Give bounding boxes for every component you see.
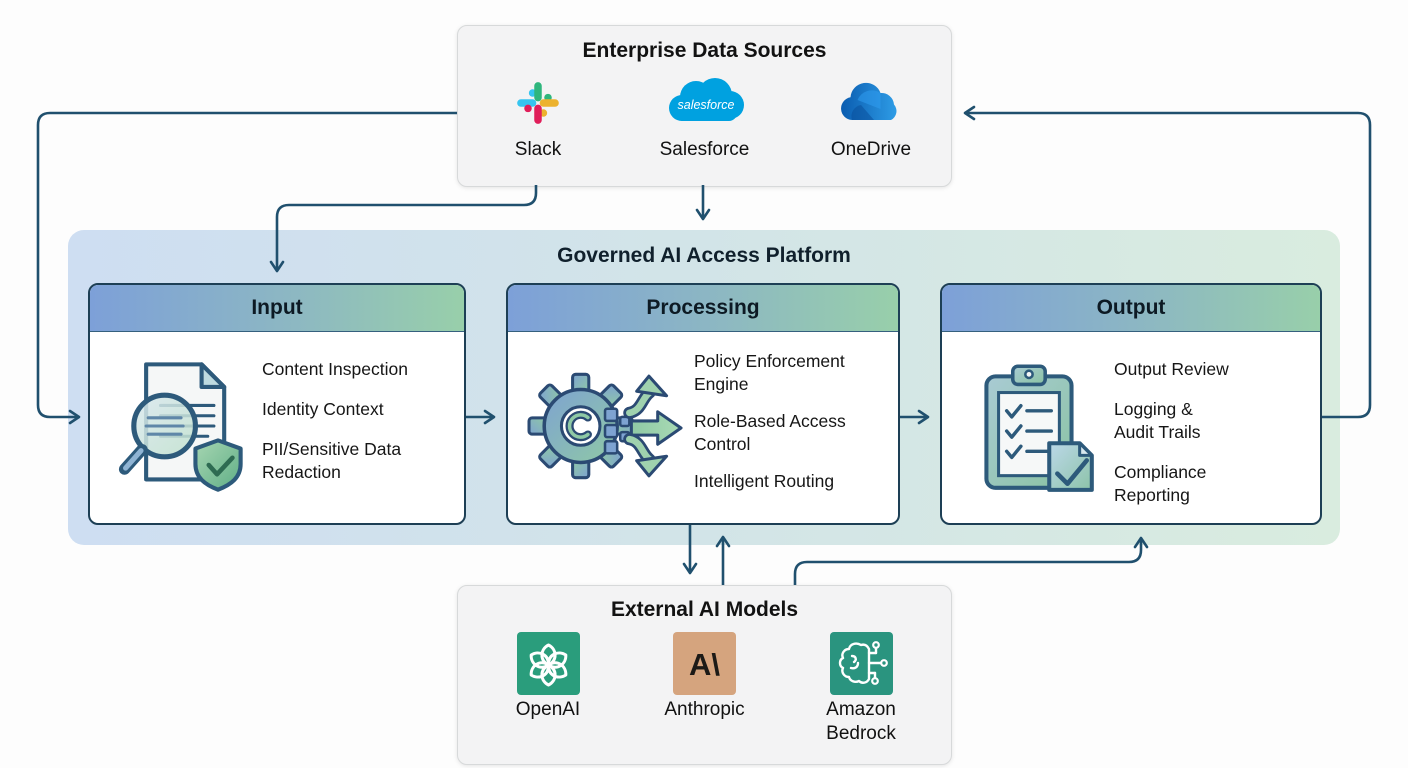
input-card-title: Input xyxy=(90,285,464,332)
models-box-title: External AI Models xyxy=(610,598,799,621)
svg-text:A\: A\ xyxy=(689,647,720,682)
output-item-2: Logging & Audit Trails xyxy=(1114,399,1201,443)
platform-title: Governed AI Access Platform xyxy=(557,244,851,267)
amazon-bedrock-label: Amazon Bedrock xyxy=(826,699,896,744)
external-ai-models-box: External AI Models xyxy=(457,585,952,765)
amazon-bedrock-logo-icon xyxy=(829,631,893,695)
output-card: Output xyxy=(940,283,1322,525)
slack-label: Slack xyxy=(514,139,562,160)
sources-box-title: Enterprise Data Sources xyxy=(582,39,827,62)
output-item-3: Compliance Reporting xyxy=(1114,462,1207,506)
processing-card: Processing xyxy=(506,283,900,525)
input-item-2: Identity Context xyxy=(262,399,384,420)
clipboard-checklist-icon xyxy=(984,364,1094,492)
openai-logo-icon xyxy=(516,631,580,695)
svg-text:salesforce: salesforce xyxy=(677,98,734,112)
output-item-1: Output Review xyxy=(1114,359,1229,379)
output-card-title: Output xyxy=(942,285,1320,332)
input-item-1: Content Inspection xyxy=(262,359,408,379)
source-item-slack: Slack xyxy=(474,71,602,162)
processing-card-title: Processing xyxy=(508,285,898,332)
enterprise-data-sources-box: Enterprise Data Sources Slack xyxy=(457,25,952,187)
processing-item-2: Role-Based Access Control xyxy=(694,411,846,455)
model-item-openai: OpenAI xyxy=(488,631,608,722)
model-item-anthropic: A\ Anthropic xyxy=(640,631,770,722)
anthropic-label: Anthropic xyxy=(664,699,745,720)
processing-item-1: Policy Enforcement Engine xyxy=(694,351,845,395)
source-item-salesforce: salesforce Salesforce xyxy=(630,71,780,162)
source-item-onedrive: OneDrive xyxy=(807,71,935,162)
arrow-models-to-output xyxy=(793,536,1149,585)
salesforce-label: Salesforce xyxy=(659,139,750,160)
anthropic-logo-icon: A\ xyxy=(673,631,736,695)
document-inspection-icon xyxy=(118,362,243,492)
gear-routing-icon xyxy=(527,372,683,480)
onedrive-label: OneDrive xyxy=(830,139,912,160)
slack-logo-icon xyxy=(517,82,559,124)
model-item-amazon-bedrock: Amazon Bedrock xyxy=(801,631,921,746)
processing-item-3: Intelligent Routing xyxy=(694,471,835,492)
openai-label: OpenAI xyxy=(515,699,581,720)
onedrive-logo-icon xyxy=(841,82,897,120)
input-card: Input xyxy=(88,283,466,525)
input-item-3: PII/Sensitive Data Redaction xyxy=(262,439,402,483)
salesforce-logo-icon: salesforce xyxy=(668,78,744,121)
